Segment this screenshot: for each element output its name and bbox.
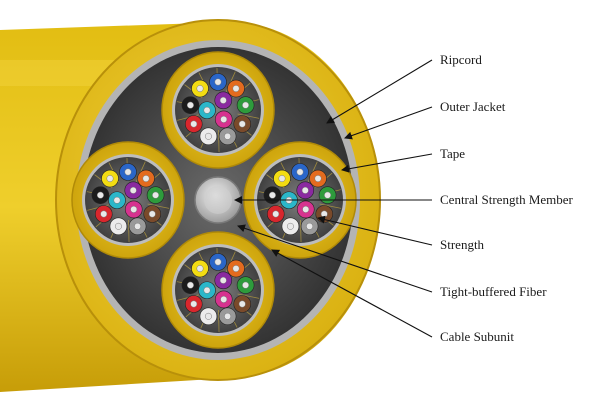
fiber-core: [220, 295, 228, 303]
fiber-core: [190, 300, 198, 308]
fiber-core: [286, 222, 294, 230]
subunit-left: [71, 141, 185, 259]
label-ripcord: Ripcord: [440, 52, 482, 67]
fiber-core: [324, 191, 332, 199]
strength-strand: [300, 219, 302, 242]
fiber-core: [113, 196, 121, 204]
fiber-core: [196, 265, 204, 273]
fiber-core: [314, 175, 322, 183]
fiber-core: [320, 210, 328, 218]
label-cable-subunit: Cable Subunit: [440, 329, 515, 344]
fiber-core: [224, 132, 232, 140]
fiber-core: [196, 85, 204, 93]
callout-leaders: [234, 59, 433, 338]
strength-strand: [237, 113, 260, 119]
fiber-core: [152, 191, 160, 199]
fiber-core: [238, 120, 246, 128]
fiber-core: [232, 265, 240, 273]
subunit-bottom: [161, 231, 275, 349]
central-strength-member-core: [204, 186, 232, 214]
strength-strand: [218, 309, 220, 332]
fiber-core: [130, 205, 138, 213]
fiber-core: [148, 210, 156, 218]
fiber-core: [204, 312, 212, 320]
fiber-core: [204, 132, 212, 140]
leader-fiber: [237, 224, 433, 293]
fiber-core: [242, 281, 250, 289]
fiber-core: [224, 312, 232, 320]
fiber-core: [219, 96, 227, 104]
fiber-core: [232, 85, 240, 93]
strength-strand: [237, 293, 260, 299]
fiber-core: [268, 191, 276, 199]
strength-strand: [319, 203, 342, 209]
subunit-top: [161, 51, 275, 169]
fiber-core: [278, 175, 286, 183]
strength-strand: [147, 203, 170, 209]
leader-jacket: [344, 106, 433, 140]
strength-strand: [218, 129, 220, 152]
strength-strand: [128, 219, 130, 242]
label-strength: Strength: [440, 237, 485, 252]
fiber-core: [190, 120, 198, 128]
fiber-core: [214, 78, 222, 86]
fiber-core: [203, 106, 211, 114]
fiber-core: [142, 175, 150, 183]
fiber-core: [106, 175, 114, 183]
fiber-core: [186, 281, 194, 289]
fiber-core: [186, 101, 194, 109]
fiber-core: [220, 115, 228, 123]
label-central-strength-member: Central Strength Member: [440, 192, 573, 207]
fiber-core: [100, 210, 108, 218]
label-tape: Tape: [440, 146, 466, 161]
leader-subunit: [271, 249, 433, 338]
fiber-core: [203, 286, 211, 294]
fiber-core: [306, 222, 314, 230]
fiber-core: [301, 186, 309, 194]
fiber-core: [296, 168, 304, 176]
leader-ripcord: [326, 59, 433, 124]
fiber-core: [219, 276, 227, 284]
fiber-core: [129, 186, 137, 194]
fiber-core: [96, 191, 104, 199]
fiber-core: [124, 168, 132, 176]
fiber-core: [214, 258, 222, 266]
label-tight-buffered-fiber: Tight-buffered Fiber: [440, 284, 547, 299]
leader-strength: [317, 215, 433, 246]
fiber-core: [272, 210, 280, 218]
label-outer-jacket: Outer Jacket: [440, 99, 506, 114]
fiber-core: [134, 222, 142, 230]
fiber-core: [302, 205, 310, 213]
fiber-core: [238, 300, 246, 308]
fiber-core: [114, 222, 122, 230]
leader-tape: [341, 153, 433, 173]
fiber-core: [242, 101, 250, 109]
